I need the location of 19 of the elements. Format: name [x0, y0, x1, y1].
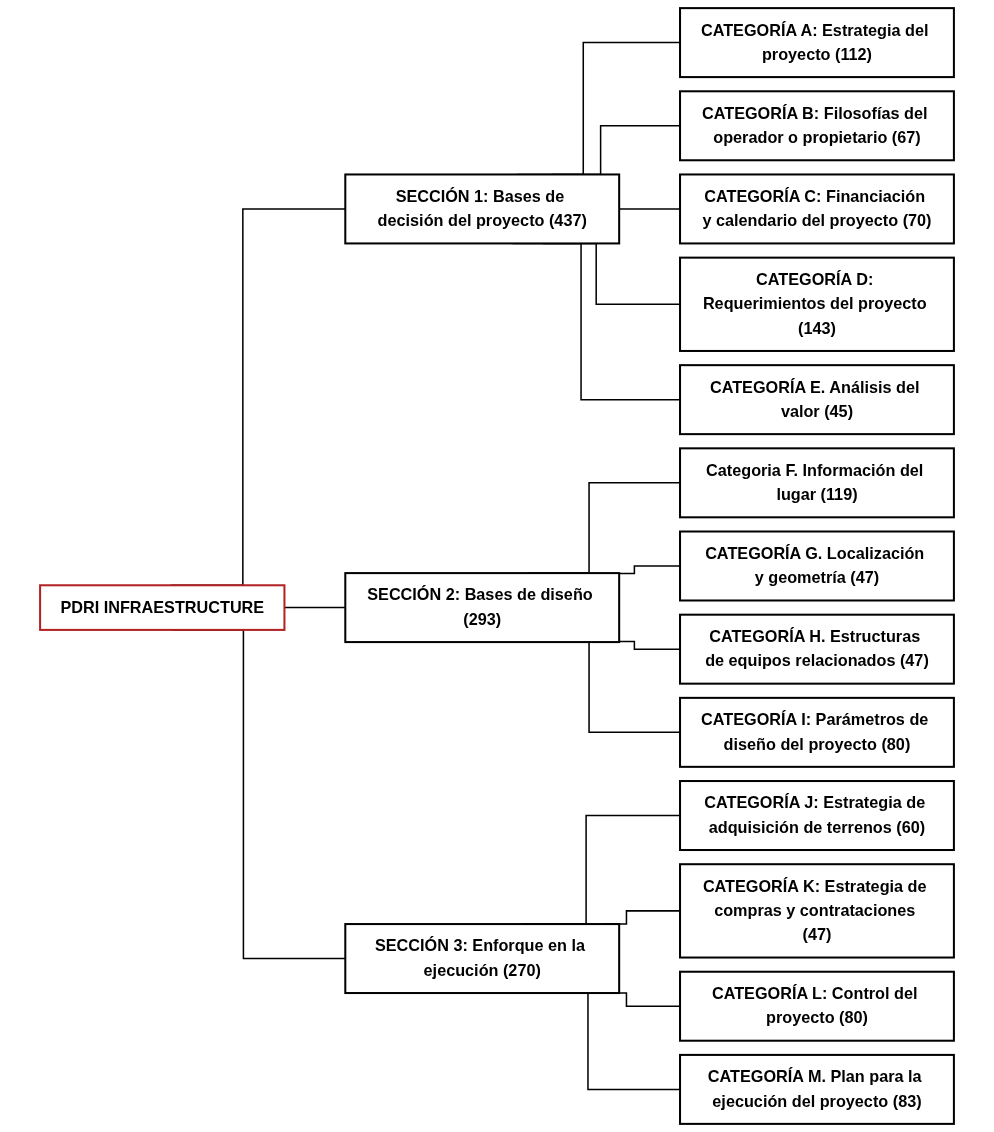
node-box: CATEGORÍA K: Estrategia de compras y contrataciones (47) — [679, 863, 955, 959]
node-box: CATEGORÍA I: Parámetros de diseño del proyecto (80) — [679, 696, 955, 768]
node-box: PDRI INFRAESTRUCTURE — [39, 584, 286, 631]
connector — [618, 640, 681, 650]
node-box: CATEGORÍA M. Plan para la ejecución del proyecto (83) — [679, 1053, 955, 1125]
node-box: CATEGORÍA D: Requerimientos del proyecto (143) — [679, 256, 955, 352]
node-box: Categoria F. Información del lugar (119) — [679, 447, 955, 519]
node-box: SECCIÓN 1: Bases de decisión del proyecto (437) — [344, 173, 621, 245]
connector — [618, 565, 681, 575]
node-box: SECCIÓN 2: Bases de diseño (293) — [344, 572, 621, 644]
node-box: CATEGORÍA J: Estrategia de adquisición de terrenos (60) — [679, 780, 955, 852]
node-box: SECCIÓN 3: Enforque en la ejecución (270) — [344, 923, 621, 995]
node-box: CATEGORÍA L: Control del proyecto (80) — [679, 970, 955, 1042]
node-box: CATEGORÍA E. Análisis del valor (45) — [679, 364, 955, 436]
node-box: CATEGORÍA A: Estrategia del proyecto (112) — [679, 7, 955, 79]
node-box: CATEGORÍA H. Estructuras de equipos relacionados (47) — [679, 613, 955, 685]
node-box: CATEGORÍA G. Localización y geometría (47) — [679, 530, 955, 602]
node-box: CATEGORÍA C: Financiación y calendario del proyecto (70) — [679, 173, 955, 245]
node-box: CATEGORÍA B: Filosofías del operador o propietario (67) — [679, 90, 955, 162]
